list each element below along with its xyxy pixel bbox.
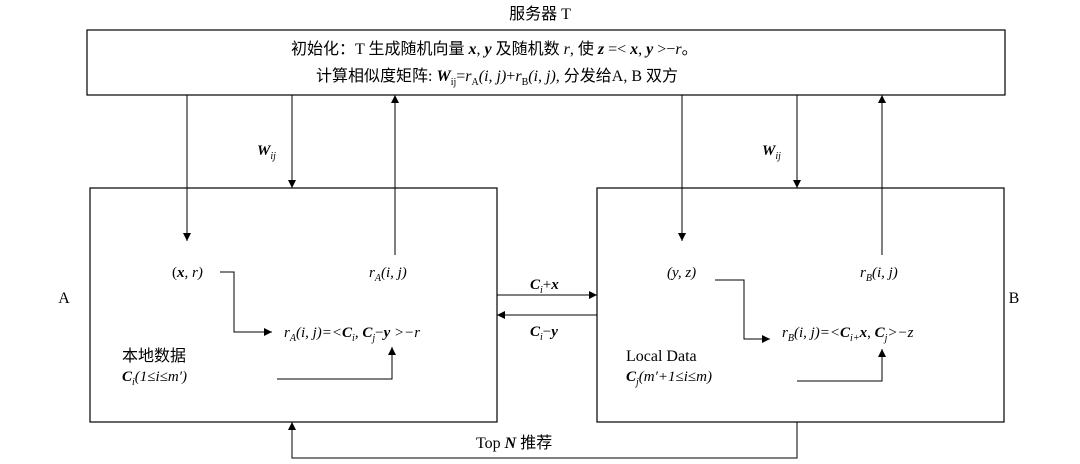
a-path-xr-to-formula (220, 271, 272, 336)
server-title: 服务器 T (509, 5, 571, 23)
b-path-local-to-formula (797, 349, 886, 382)
box-b (596, 187, 1005, 423)
a-local-range: Ci(1≤i≤m′) (122, 369, 187, 388)
party-b-label: B (1009, 290, 1020, 307)
server-calc-line: 计算相似度矩阵: Wij=rA(i, j)+rB(i, j), 分发给A, B … (316, 66, 678, 88)
exchange-a-to-b-label: Ci+x (530, 277, 559, 296)
b-yz-label: (y, z) (667, 265, 696, 281)
a-formula: rA(i, j)=<Ci, Cj−y >−r (284, 325, 420, 344)
top-n-label: Top N 推荐 (476, 434, 552, 452)
a-path-local-to-formula (277, 347, 396, 380)
w-label-b: Wij (762, 143, 781, 162)
arrow-top-n-feedback (288, 422, 798, 459)
b-path-yz-to-formula (715, 279, 770, 343)
a-local-title: 本地数据 (122, 347, 186, 365)
exchange-b-to-a-label: Ci−y (530, 324, 558, 343)
w-label-a: Wij (257, 143, 276, 162)
server-box (86, 29, 1006, 96)
server-init-line: 初始化：T 生成随机向量 x, y 及随机数 r, 使 z =< x, y >−… (291, 40, 698, 58)
b-formula: rB(i, j)=<Ci+x, Cj>−z (782, 325, 914, 344)
b-local-title: Local Data (626, 348, 697, 365)
a-xr-label: (x, r) (172, 265, 203, 281)
b-local-range: Cj(m′+1≤i≤m) (626, 369, 712, 388)
a-ra-label: rA(i, j) (369, 265, 407, 284)
box-a (89, 187, 498, 423)
party-a-label: A (58, 290, 70, 307)
b-rb-label: rB(i, j) (860, 265, 898, 284)
